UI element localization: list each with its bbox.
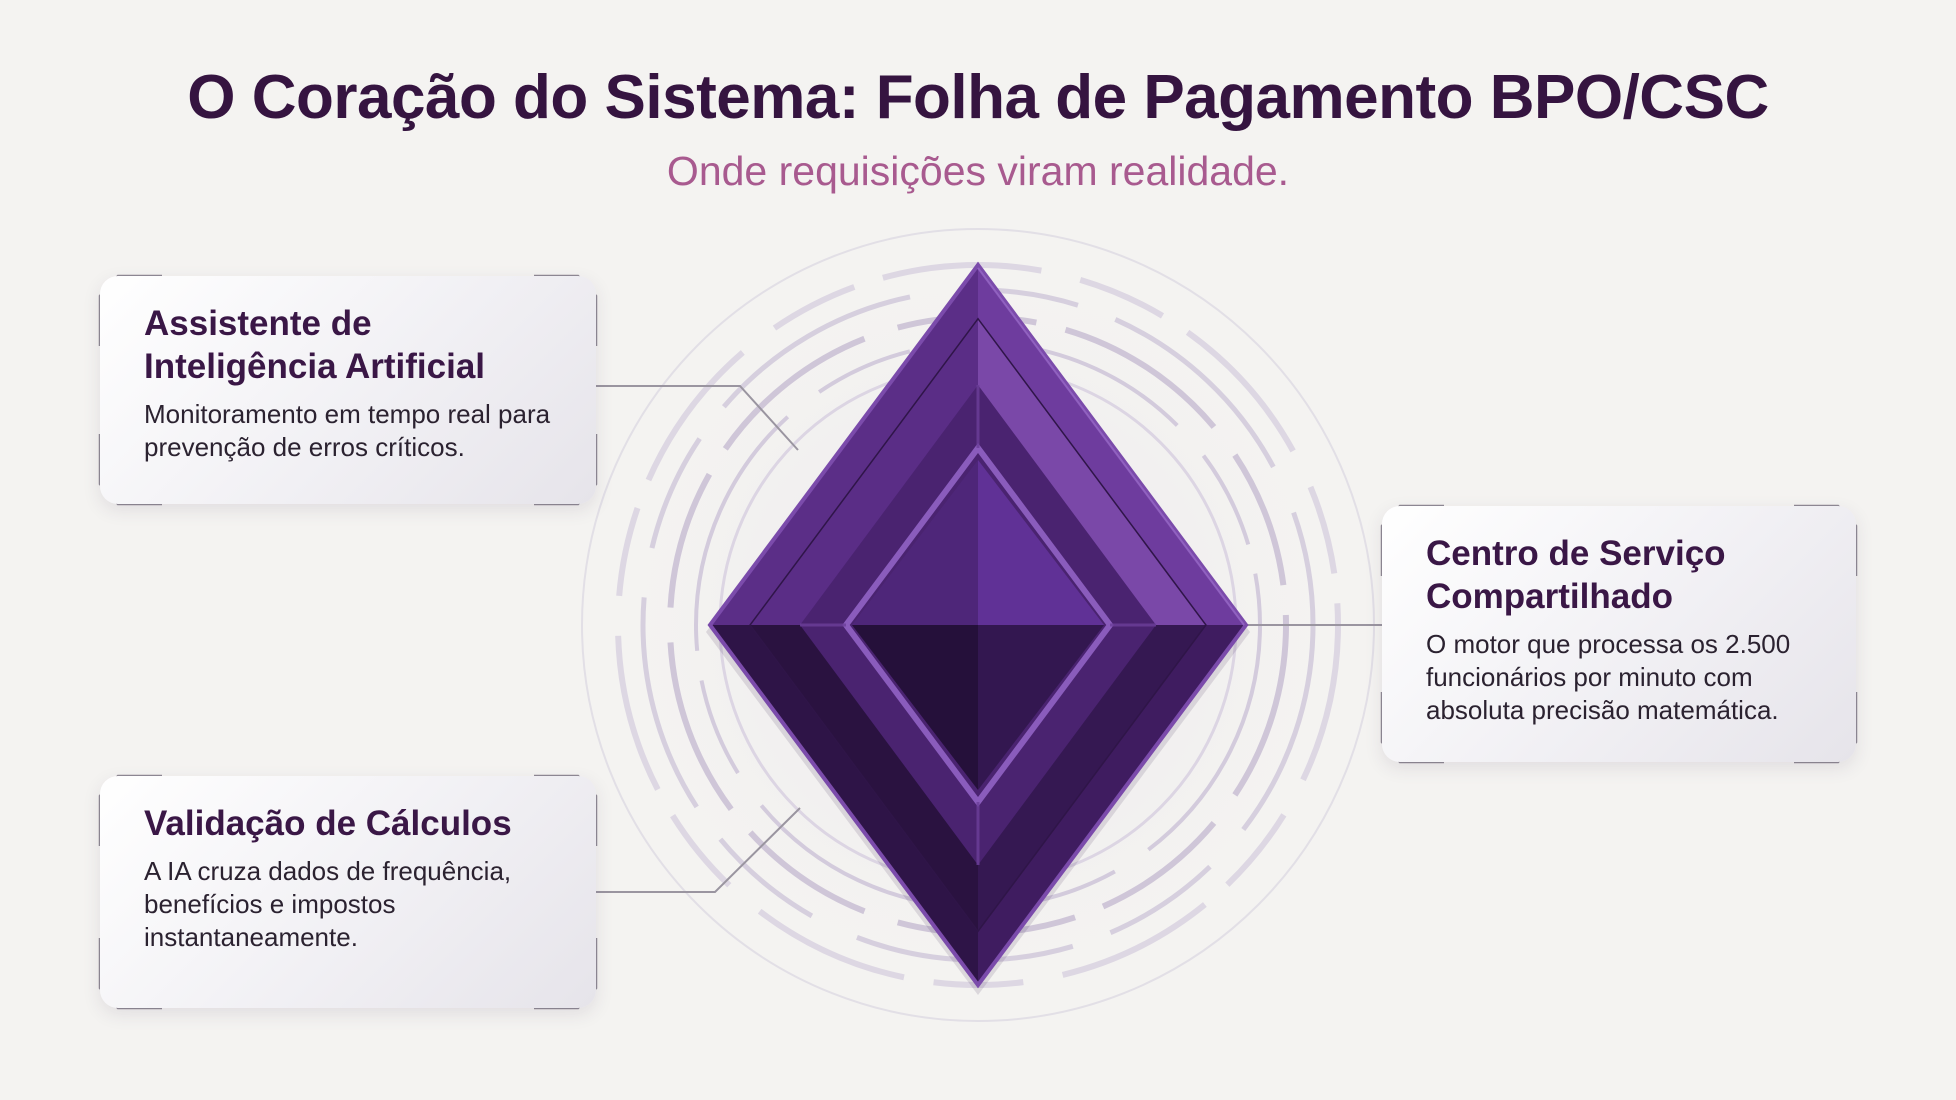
page-title: O Coração do Sistema: Folha de Pagamento… [187, 63, 1769, 132]
card-description: O motor que processa os 2.500 funcionári… [1426, 629, 1791, 725]
card-ai-assistant: Assistente de Inteligência Artificial Mo… [100, 276, 596, 504]
card-description: Monitoramento em tempo real para prevenç… [144, 399, 551, 462]
connector-lines [596, 385, 1382, 893]
card-title: Assistente de Inteligência Artificial [144, 304, 486, 386]
card-title: Validação de Cálculos [144, 804, 512, 843]
purple-diamond-gem-icon [706, 261, 1250, 995]
card-calculation-validation: Validação de Cálculos A IA cruza dados d… [100, 776, 596, 1008]
card-description: A IA cruza dados de frequência, benefíci… [144, 856, 512, 952]
card-shared-service-center: Centro de Serviço Compartilhado O motor … [1382, 506, 1856, 762]
page-subtitle: Onde requisições viram realidade. [666, 148, 1290, 194]
card-title: Centro de Serviço Compartilhado [1426, 534, 1726, 616]
